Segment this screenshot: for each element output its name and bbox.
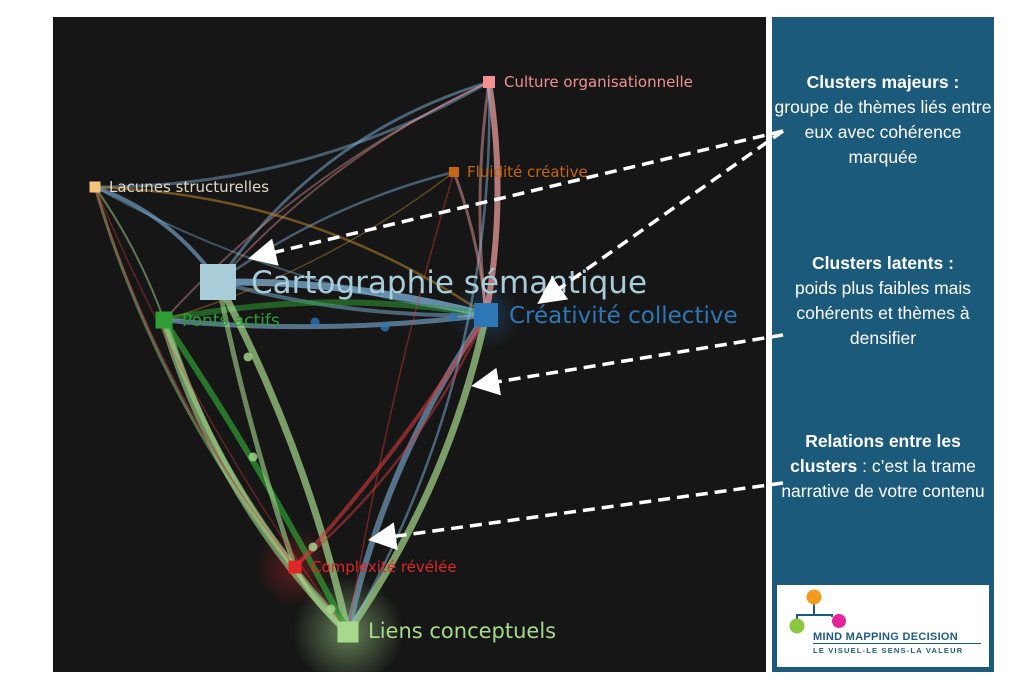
edge-complexite-creativite [293, 313, 488, 569]
node-label-fluidite: Fluidité créative [467, 163, 588, 181]
node-label-culture: Culture organisationnelle [504, 73, 693, 91]
mind-mapping-decision-logo: MIND MAPPING DECISION LE VISUEL-LE SENS-… [777, 585, 989, 667]
annotation-relations: Relations entre les clusters : c’est la … [772, 429, 994, 504]
annotation-latent-clusters: Clusters latents : poids plus faibles ma… [772, 251, 994, 351]
node-lacunes[interactable] [89, 181, 101, 193]
annotation-panel: Clusters majeurs : groupe de thèmes liés… [772, 17, 994, 672]
node-fluidite[interactable] [449, 167, 459, 177]
edge-cartographie-liens [214, 278, 352, 636]
node-ponts[interactable] [155, 311, 173, 329]
logo-name: MIND MAPPING DECISION [813, 631, 959, 643]
edge-lacunes-complexite [94, 186, 296, 568]
annotation-major-clusters: Clusters majeurs : groupe de thèmes liés… [772, 70, 994, 170]
annotation-latent-text: poids plus faibles mais cohérents et thè… [794, 278, 972, 348]
edge-lacunes-ponts [94, 186, 165, 321]
logo-divider [813, 643, 981, 644]
edge-flow-dot [326, 604, 336, 614]
annotation-major-title: Clusters majeurs : [806, 72, 960, 92]
edge-flow-dot [243, 352, 253, 362]
edge-creativite-liens [344, 311, 490, 636]
edge-lacunes-cartographie [93, 185, 220, 284]
annotation-relations-text: : c’est la trame narrative de votre cont… [781, 456, 985, 501]
edge-ponts-complexite [161, 317, 298, 570]
edge-ponts-creativite [161, 299, 489, 323]
edge-flow-dot [448, 312, 458, 322]
edge-lacunes-creativite [94, 186, 487, 316]
edge-cartographie-creativite [214, 278, 490, 319]
node-creativite[interactable] [474, 303, 498, 327]
node-label-complexite: Complexité révélée [311, 558, 457, 576]
node-label-cartographie: Cartographie sémantique [251, 265, 647, 301]
annotation-latent-title: Clusters latents : [812, 253, 954, 273]
node-cartographie[interactable] [200, 264, 236, 300]
edge-flow-dot [248, 452, 258, 462]
node-label-liens: Liens conceptuels [368, 619, 556, 643]
edge-flow-dot [308, 542, 318, 552]
annotation-relations-title: Relations entre les clusters [790, 431, 961, 476]
node-complexite[interactable] [288, 560, 302, 574]
edge-culture-lacunes [93, 80, 491, 189]
node-liens[interactable] [337, 621, 359, 643]
edge-liens-lacunes [94, 186, 349, 633]
node-label-creativite: Créativité collective [509, 303, 738, 329]
node-culture[interactable] [483, 76, 495, 88]
node-label-ponts: Ponts actifs [182, 311, 280, 331]
logo-tagline: LE VISUEL-LE SENS-LA VALEUR [813, 646, 964, 655]
annotation-major-text: groupe de thèmes liés entre eux avec coh… [774, 97, 992, 167]
node-label-lacunes: Lacunes structurelles [109, 178, 269, 196]
edge-flow-dot [380, 322, 390, 332]
edge-creativite-complexite [293, 313, 488, 569]
edge-cartographie-complexite [215, 279, 298, 570]
edge-ponts-creativite [161, 312, 489, 330]
logo-mark-icon [789, 589, 846, 634]
edge-flow-dot [310, 317, 320, 327]
edge-ponts-liens [161, 317, 351, 635]
